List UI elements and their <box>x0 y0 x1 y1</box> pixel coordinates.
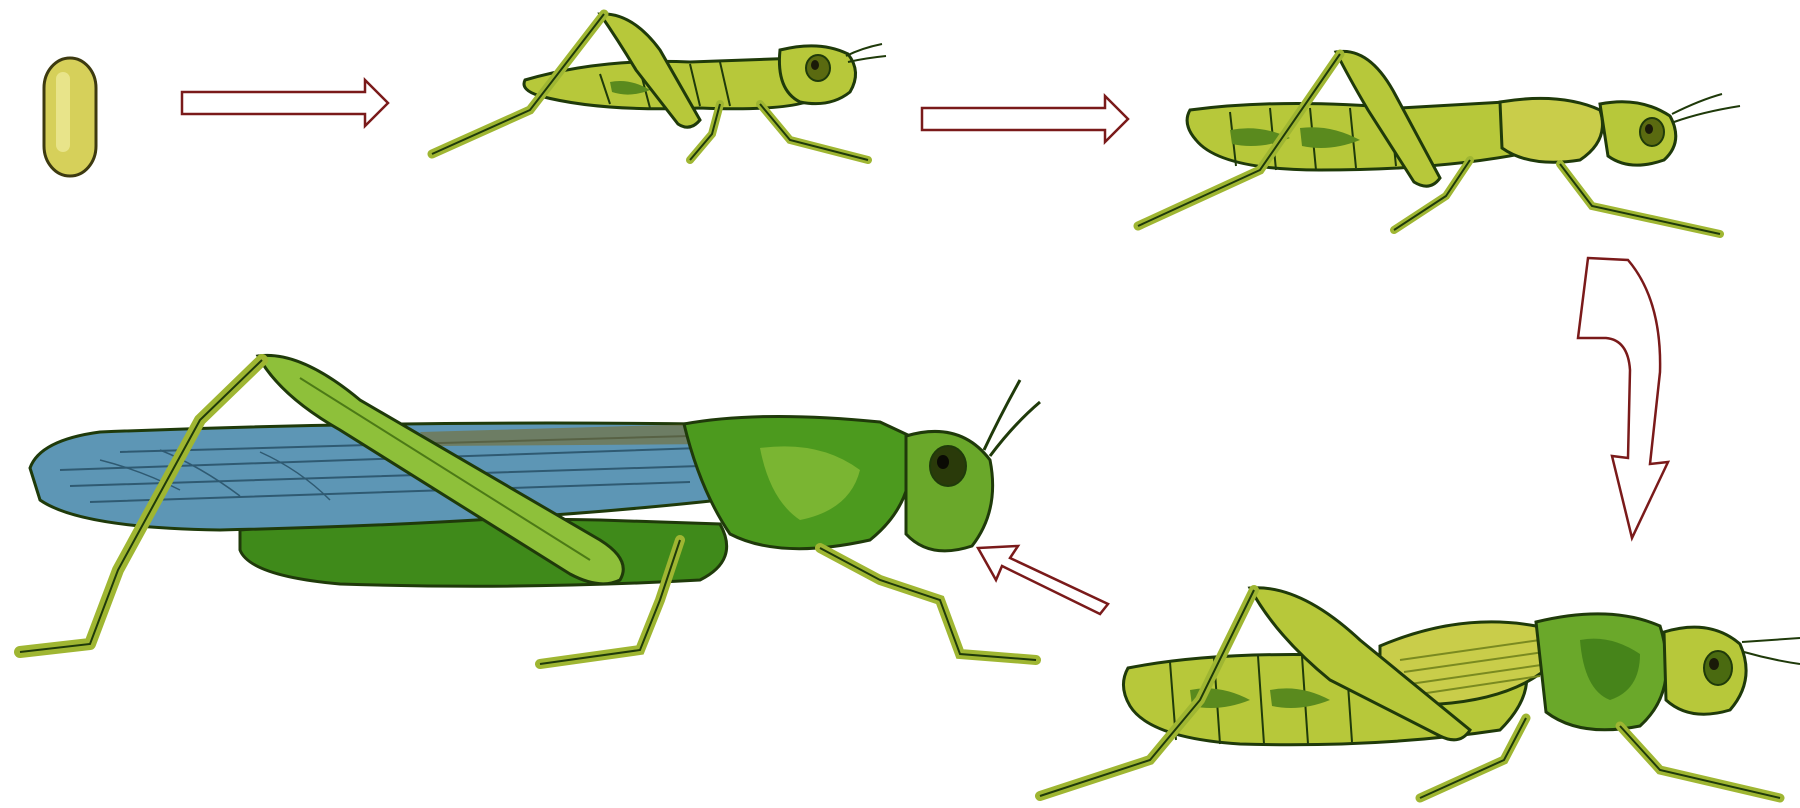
arrow-egg-to-nymph <box>182 80 388 126</box>
nymph-stage <box>1138 51 1740 234</box>
adult-stage <box>20 355 1040 664</box>
winged-nymph-icon <box>1040 588 1800 798</box>
nymph-icon <box>1138 51 1740 234</box>
winged-nymph-stage <box>1040 588 1800 798</box>
arrow-winged-nymph-to-adult <box>978 546 1108 614</box>
egg-icon <box>44 58 96 176</box>
arrow-right-icon <box>922 96 1128 142</box>
young-nymph-stage <box>432 14 886 160</box>
arrow-nymph-to-nymph <box>922 96 1128 142</box>
arrow-right-icon <box>182 80 388 126</box>
adult-grasshopper-icon <box>20 355 1040 664</box>
arrow-nymph-to-winged-nymph <box>1578 258 1668 538</box>
curved-arrow-down-icon <box>1578 258 1668 538</box>
egg-stage <box>44 58 96 176</box>
young-nymph-icon <box>432 14 886 160</box>
arrow-up-left-icon <box>978 546 1108 614</box>
